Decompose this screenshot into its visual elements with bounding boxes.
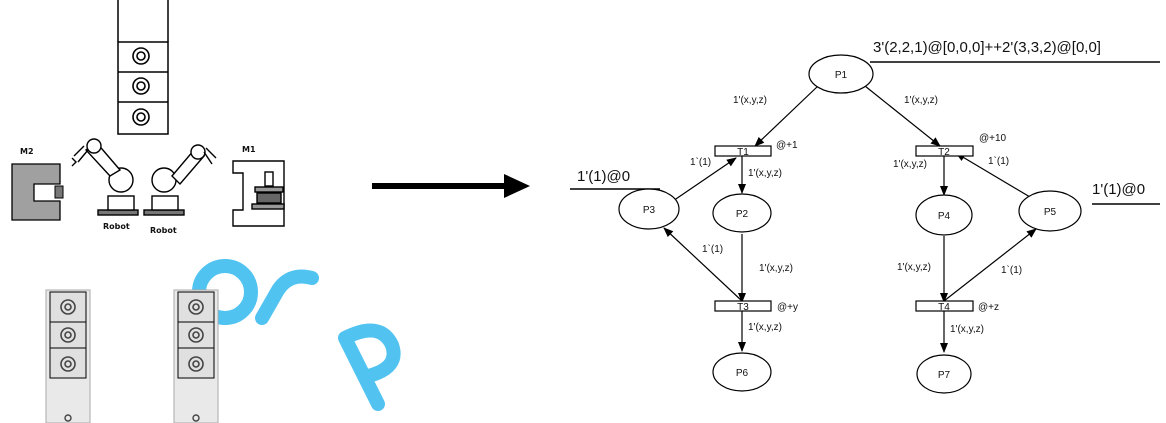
- place-p4-label: P4: [938, 211, 951, 222]
- marking-p5: 1'(1)@0: [1092, 181, 1145, 198]
- part-icon: [132, 47, 150, 65]
- arc-p3-t1: [669, 157, 737, 204]
- robot-left-icon: [71, 138, 139, 216]
- robot-right-label: Robot: [150, 226, 177, 235]
- arc-label-p4-t4: 1'(x,y,z): [897, 262, 931, 273]
- bottom-left-conveyor: [45, 289, 91, 423]
- place-p2: P2: [712, 193, 772, 233]
- arc-label-t4-p5: 1`(1): [1001, 264, 1022, 276]
- place-p1: P1: [808, 54, 874, 94]
- transition-t3-label: T3: [737, 302, 749, 313]
- arc-t4-p5: [943, 228, 1037, 302]
- delay-t2: @+10: [979, 133, 1007, 144]
- place-p5-label: P5: [1044, 207, 1057, 218]
- watermark: [192, 259, 401, 411]
- arc-p1-t2: [864, 85, 941, 147]
- delay-t3: @+y: [777, 302, 798, 313]
- place-p6-label: P6: [736, 368, 749, 379]
- machine-m1-icon: [232, 160, 285, 227]
- arc-label-t1-p2: 1'(x,y,z): [748, 168, 782, 179]
- transition-t4-label: T4: [938, 302, 950, 313]
- place-p5: P5: [1018, 190, 1082, 232]
- marking-p3: 1'(1)@0: [577, 168, 630, 185]
- transition-t2: T2: [915, 145, 974, 158]
- place-p7-label: P7: [938, 370, 951, 381]
- machine-m2-label: M2: [20, 147, 34, 156]
- petri-net: 3'(2,2,1)@[0,0,0]++2'(3,3,2)@[0,0] 1'(1)…: [570, 39, 1160, 394]
- part-icon: [132, 108, 150, 126]
- arc-label-p1-t2: 1'(x,y,z): [904, 95, 938, 106]
- machine-m2-icon: [11, 163, 64, 221]
- arc-label-p5-t2: 1`(1): [988, 155, 1009, 167]
- transition-t3: T3: [714, 300, 772, 313]
- transformation-arrow: [372, 174, 530, 198]
- transition-t2-label: T2: [938, 147, 950, 158]
- arc-label-p2-t3: 1'(x,y,z): [759, 263, 793, 274]
- place-p1-label: P1: [835, 70, 848, 81]
- delay-t1: @+1: [776, 140, 798, 151]
- workcell-illustration: M2 Robot Robot: [11, 0, 285, 423]
- place-p6: P6: [712, 352, 772, 392]
- place-p4: P4: [915, 194, 973, 236]
- delay-t4: @+z: [978, 302, 999, 313]
- robot-right-icon: [143, 144, 217, 216]
- arc-p5-t2: [955, 152, 1031, 198]
- arc-label-t3-p3: 1`(1): [702, 243, 723, 255]
- arc-label-p3-t1: 1`(1): [690, 156, 711, 168]
- arc-label-t4-p7: 1'(x,y,z): [950, 324, 984, 335]
- transition-t4: T4: [915, 300, 974, 313]
- part-icon: [132, 77, 150, 95]
- arc-label-p1-t1: 1'(x,y,z): [733, 95, 767, 106]
- marking-p1: 3'(2,2,1)@[0,0,0]++2'(3,3,2)@[0,0]: [873, 39, 1101, 56]
- place-p3-label: P3: [643, 205, 656, 216]
- arc-label-t2-p4: 1'(x,y,z): [893, 159, 927, 170]
- top-conveyor: [117, 0, 169, 135]
- place-p2-label: P2: [736, 209, 749, 220]
- place-p7: P7: [916, 354, 972, 394]
- machine-m1-label: M1: [242, 145, 256, 154]
- arc-label-t3-p6: 1'(x,y,z): [748, 322, 782, 333]
- bottom-right-conveyor: [173, 289, 219, 423]
- robot-left-label: Robot: [103, 222, 130, 231]
- place-p3: P3: [618, 188, 680, 230]
- arc-p1-t1: [754, 85, 819, 147]
- arc-t3-p3: [663, 227, 743, 302]
- transition-t1-label: T1: [737, 147, 749, 158]
- transition-t1: T1: [714, 145, 772, 158]
